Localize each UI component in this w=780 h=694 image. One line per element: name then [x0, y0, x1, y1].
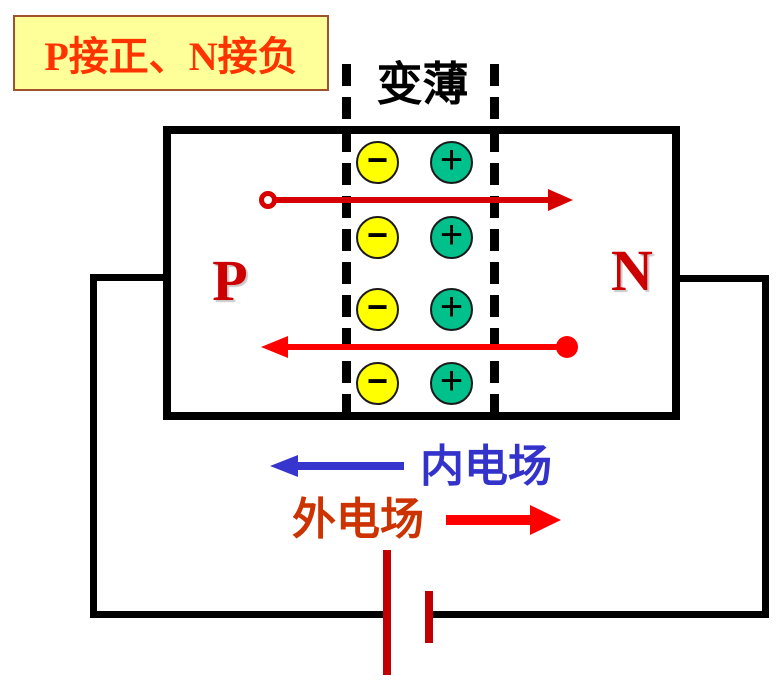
- negative-ion-circle: −: [356, 360, 399, 405]
- n-region-label: N: [611, 238, 653, 303]
- battery-short-plate-icon: [425, 591, 433, 643]
- title-badge-text: P接正、N接负: [44, 34, 298, 79]
- negative-ion-circle: −: [356, 139, 399, 184]
- negative-ion-circle-sign: −: [366, 360, 389, 401]
- positive-ion-circle: +: [430, 285, 473, 331]
- internal-field-label: 内电场: [420, 442, 552, 491]
- positive-ion-circle: +: [430, 359, 473, 405]
- electron-flow-arrow: [286, 344, 568, 350]
- junction-box: [163, 126, 680, 420]
- battery-long-plate-icon: [383, 550, 391, 675]
- positive-ion-circle-sign: +: [439, 285, 464, 329]
- circuit-wire-bottom-right: [431, 611, 769, 618]
- external-field-label: 外电场: [292, 495, 424, 544]
- circuit-wire-right-vertical: [762, 275, 769, 618]
- internal-field-arrow: [296, 462, 404, 470]
- hole-flow-start-circle-icon: [259, 191, 277, 209]
- circuit-wire-right-stub: [676, 275, 769, 282]
- title-badge: P接正、N接负: [13, 15, 329, 91]
- internal-field-arrowhead-icon: [270, 455, 298, 477]
- negative-ion-circle-sign: −: [366, 139, 389, 180]
- electron-flow-arrowhead-icon: [261, 336, 288, 358]
- hole-flow-arrowhead-icon: [548, 189, 573, 211]
- circuit-wire-bottom-left: [90, 611, 385, 618]
- depletion-boundary-right: [490, 64, 499, 420]
- negative-ion-circle: −: [356, 286, 399, 331]
- external-field-arrow: [446, 515, 532, 525]
- positive-ion-circle-sign: +: [439, 359, 464, 403]
- negative-ion-circle-sign: −: [366, 214, 389, 255]
- positive-ion-circle: +: [430, 138, 473, 184]
- depletion-boundary-left: [342, 64, 351, 420]
- positive-ion-circle-sign: +: [439, 138, 464, 182]
- circuit-wire-left-vertical: [90, 274, 97, 618]
- depletion-thinning-label: 变薄: [376, 58, 469, 110]
- hole-flow-arrow: [275, 197, 550, 203]
- electron-flow-start-dot-icon: [556, 336, 578, 358]
- positive-ion-circle: +: [430, 213, 473, 259]
- p-region-label: P: [212, 248, 248, 313]
- negative-ion-circle: −: [356, 214, 399, 259]
- negative-ion-circle-sign: −: [366, 286, 389, 327]
- external-field-arrowhead-icon: [530, 505, 561, 535]
- positive-ion-circle-sign: +: [439, 213, 464, 257]
- circuit-wire-left-stub: [90, 274, 170, 281]
